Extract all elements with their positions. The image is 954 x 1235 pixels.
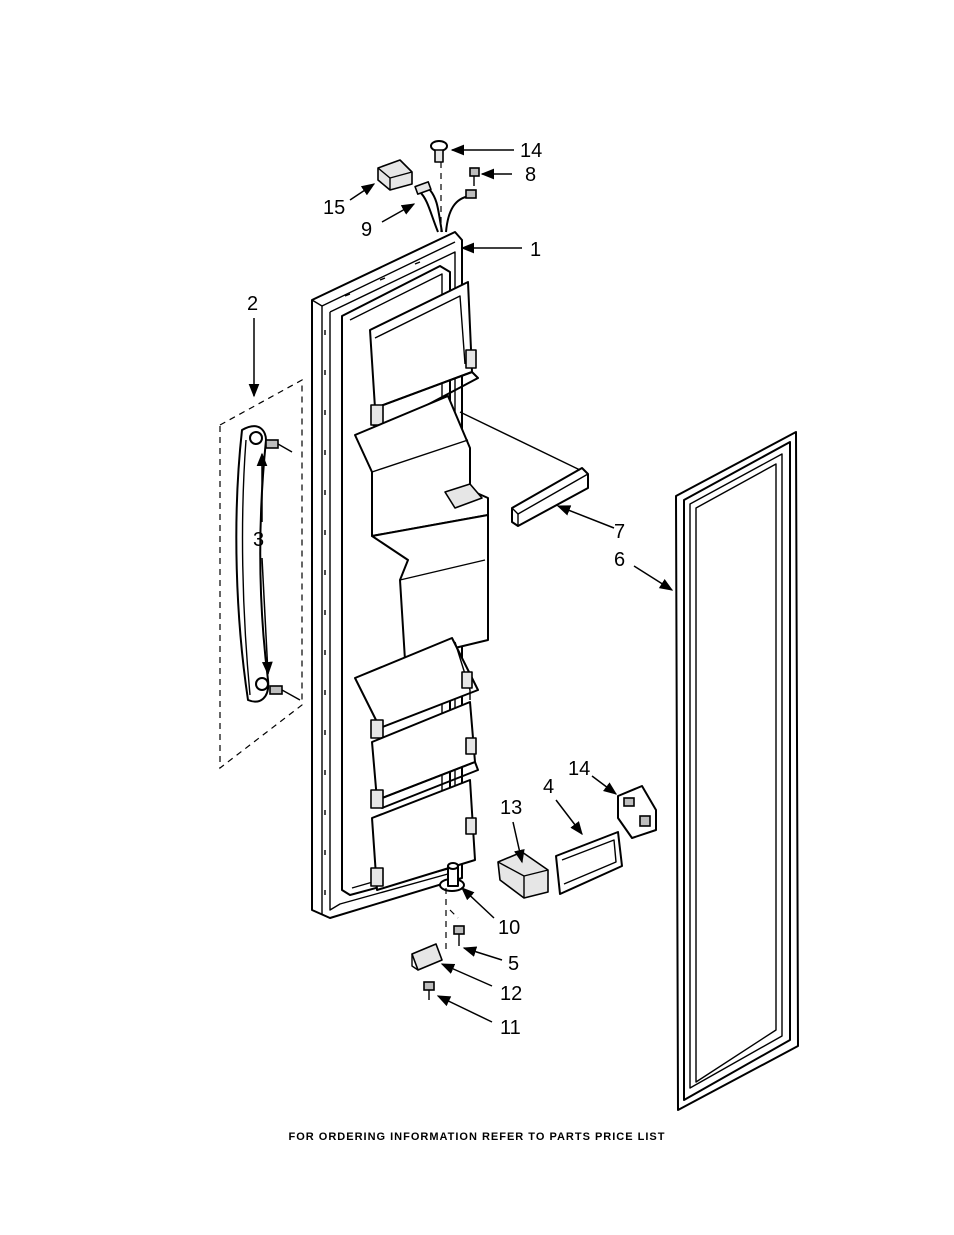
- door-handle: [219, 378, 303, 770]
- hinge-screw-11: [423, 981, 435, 1000]
- callout-6: 6: [614, 549, 625, 571]
- callout-9: 9: [361, 219, 372, 241]
- callout-5: 5: [508, 953, 519, 975]
- callout-4: 4: [543, 776, 554, 798]
- hinge-cap-14: [617, 785, 657, 839]
- bottom-hinge-12: [411, 943, 443, 971]
- callout-14-bottom: 14: [568, 758, 590, 780]
- callout-13: 13: [500, 797, 522, 819]
- callout-2: 2: [247, 293, 258, 315]
- door-assembly: [311, 231, 489, 919]
- callout-8: 8: [525, 164, 536, 186]
- callout-7: 7: [614, 521, 625, 543]
- hinge-cover-13: [497, 851, 549, 899]
- plug-button: [430, 140, 448, 163]
- cover-plate-4: [555, 831, 623, 895]
- callout-leaders: [248, 144, 674, 1023]
- callout-12: 12: [500, 983, 522, 1005]
- wire-harness: [414, 181, 477, 233]
- callout-10: 10: [498, 917, 520, 939]
- callout-3: 3: [253, 529, 264, 551]
- wire-connector: [377, 159, 413, 191]
- callout-11: 11: [500, 1017, 521, 1039]
- small-screw: [469, 167, 480, 186]
- hinge-screw-5: [453, 925, 465, 946]
- callout-1: 1: [530, 239, 541, 261]
- ordering-info-note: FOR ORDERING INFORMATION REFER TO PARTS …: [288, 1131, 666, 1143]
- channel-strip: [459, 411, 589, 527]
- door-gasket: [675, 431, 799, 1111]
- callout-15: 15: [323, 197, 345, 219]
- callout-14-top: 14: [520, 140, 542, 162]
